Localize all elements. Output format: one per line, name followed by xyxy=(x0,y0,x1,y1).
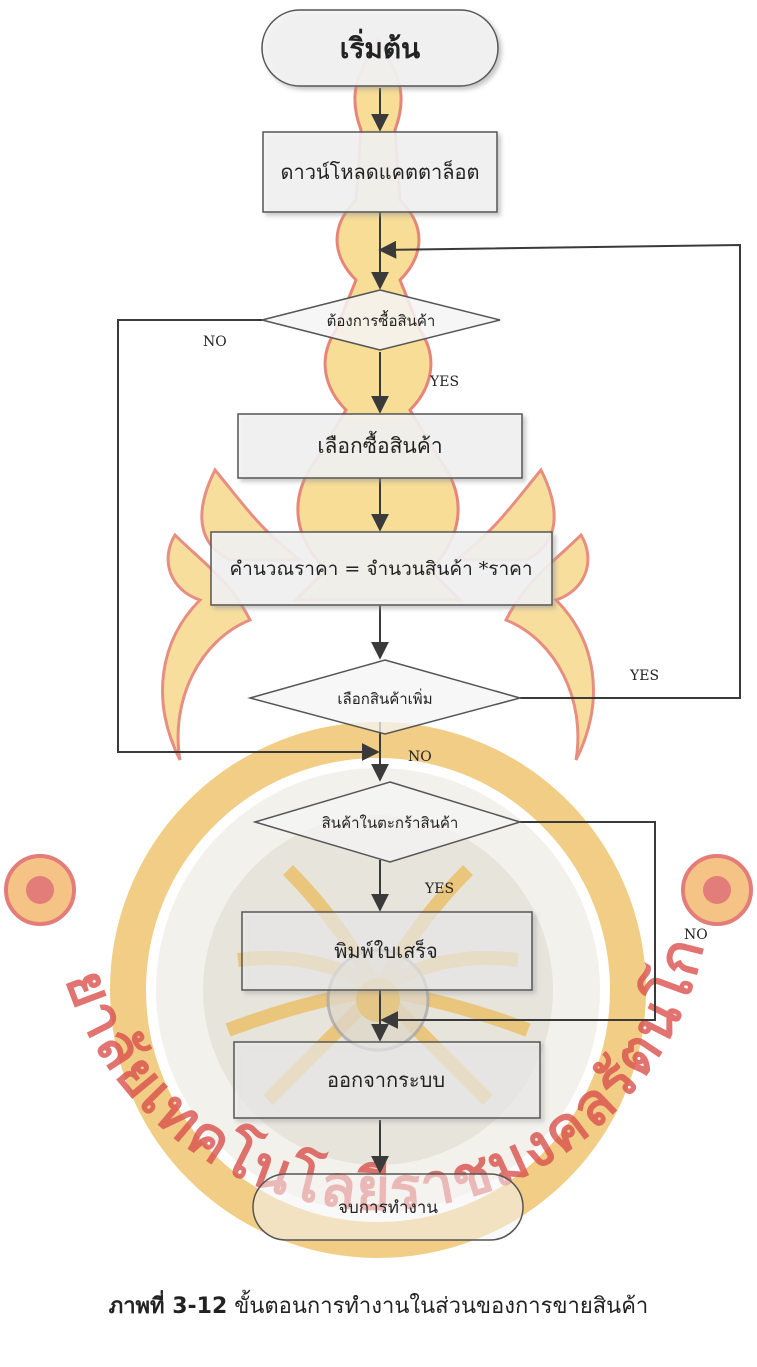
download-catalog-label: ดาวน์โหลดแคตตาล็อต xyxy=(280,159,479,184)
more-products-label: เลือกสินค้าเพิ่ม xyxy=(337,688,432,708)
figure-caption-label: ภาพที่ 3-12 xyxy=(109,1294,228,1319)
cart-no-label: NO xyxy=(684,927,708,943)
cart-yes-label: YES xyxy=(424,881,454,897)
logout-label: ออกจากระบบ xyxy=(327,1068,445,1092)
more-no-label: NO xyxy=(408,749,432,765)
print-receipt-label: พิมพ์ใบเสร็จ xyxy=(334,938,438,963)
start-label: เริ่มต้น xyxy=(340,28,420,65)
end-label: จบการทำงาน xyxy=(338,1198,438,1218)
select-product-label: เลือกซื้อสินค้า xyxy=(317,431,442,458)
figure-caption: ภาพที่ 3-12 ขั้นตอนการทำงานในส่วนของการข… xyxy=(0,1288,757,1323)
cart-label: สินค้าในตะกร้าสินค้า xyxy=(322,814,459,832)
more-yes-label: YES xyxy=(629,668,659,684)
want-buy-no-label: NO xyxy=(203,334,227,350)
want-buy-label: ต้องการซื้อสินค้า xyxy=(327,310,436,330)
figure-caption-text: ขั้นตอนการทำงานในส่วนของการขายสินค้า xyxy=(234,1294,648,1319)
calculate-price-label: คำนวณราคา = จำนวนสินค้า *ราคา xyxy=(229,558,532,580)
want-buy-yes-label: YES xyxy=(429,374,459,390)
